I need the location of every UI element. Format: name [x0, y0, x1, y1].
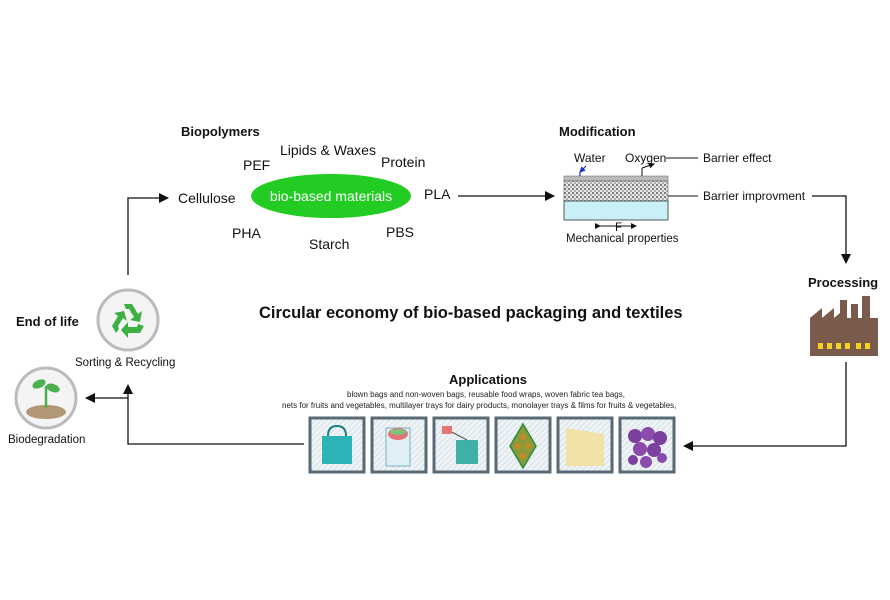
force-label: F [615, 222, 623, 234]
polymer-cellulose: Cellulose [178, 190, 236, 206]
polymer-lipids-waxes: Lipids & Waxes [280, 142, 376, 158]
sorting-recycling-label: Sorting & Recycling [75, 357, 176, 369]
mechanical-properties-label: Mechanical properties [566, 233, 679, 245]
polymer-starch: Starch [309, 236, 350, 252]
arrow-processing-to-applications [683, 362, 847, 451]
diagram-title: Circular economy of bio-based packaging … [259, 304, 683, 322]
substrate-layer [563, 200, 669, 221]
polymer-pef: PEF [243, 157, 271, 173]
polymer-protein: Protein [381, 154, 426, 170]
polymer-pla: PLA [424, 186, 451, 202]
applications-line-2: nets for fruits and vegetables, multilay… [282, 401, 677, 410]
dairy-tray-icon [556, 416, 614, 474]
produce-net-icon [494, 416, 552, 474]
barrier-improvement-label: Barrier improvment [703, 189, 806, 203]
modification-heading: Modification [559, 124, 636, 139]
grapes-film-icon [618, 416, 676, 474]
food-wrap-icon [370, 416, 428, 474]
tea-bag-icon [432, 416, 490, 474]
oxygen-arrow [641, 162, 655, 169]
shopping-bag-icon [308, 416, 366, 474]
arrow-modification-to-processing [812, 195, 851, 264]
biopolymers-heading: Biopolymers [181, 124, 260, 139]
polymer-pbs: PBS [386, 224, 415, 240]
applications-line-1: blown bags and non-woven bags, reusable … [347, 390, 625, 399]
oxygen-label: Oxygen [625, 151, 667, 165]
water-arrow [579, 165, 587, 173]
arrow-recycle-to-biopolymers [127, 193, 169, 275]
water-label: Water [574, 151, 606, 165]
applications-heading: Applications [449, 372, 528, 387]
polymer-pha: PHA [232, 225, 261, 241]
biodegradation-label: Biodegradation [8, 434, 86, 446]
barrier-effect-label: Barrier effect [703, 151, 772, 165]
bio-based-materials-label: bio-based materials [269, 188, 393, 204]
end-of-life-heading: End of life [16, 314, 79, 329]
processing-heading: Processing [808, 275, 879, 290]
arrow-applications-to-recycling [123, 384, 304, 445]
bio-based-materials-ellipse [251, 174, 411, 218]
